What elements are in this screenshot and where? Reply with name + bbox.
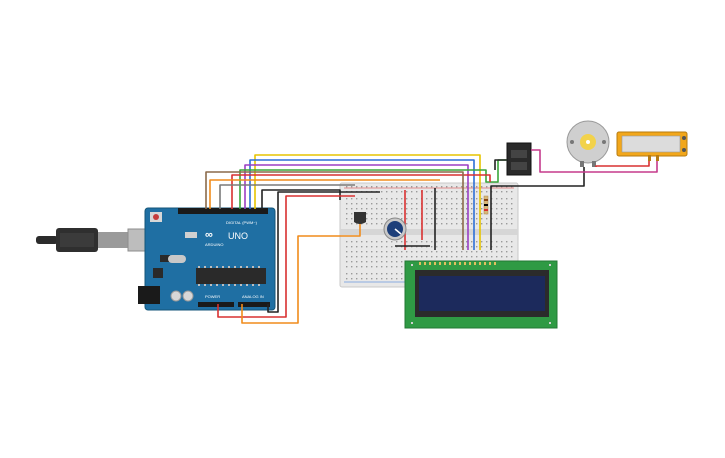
infinity-logo-icon: ∞	[205, 229, 213, 241]
dc-motor[interactable]	[566, 120, 610, 167]
wire-purple[interactable]	[244, 164, 469, 250]
digital-header[interactable]	[178, 208, 268, 214]
brand-label: ARDUINO	[205, 242, 223, 247]
digital-header-label: DIGITAL (PWM~)	[226, 220, 258, 225]
model-label: UNO	[228, 231, 248, 241]
wire-orange[interactable]	[209, 179, 440, 209]
wire-brown[interactable]	[205, 171, 464, 250]
battery[interactable]	[616, 131, 688, 161]
arduino-uno-board[interactable]: DIGITAL (PWM~) ∞ UNO ARDUINO POWER ANALO…	[138, 207, 276, 311]
analog-header[interactable]	[238, 302, 270, 307]
power-header[interactable]	[198, 302, 234, 307]
power-jack[interactable]	[138, 286, 160, 304]
temperature-sensor[interactable]	[354, 212, 366, 224]
reset-icon	[153, 214, 159, 220]
wire-black-bottom[interactable]	[267, 191, 380, 313]
wire-red-battery[interactable]	[595, 161, 650, 167]
power-header-label: POWER	[205, 294, 220, 299]
analog-header-label: ANALOG IN	[242, 294, 264, 299]
wire-black-top[interactable]	[261, 189, 341, 209]
lcd-display[interactable]	[404, 260, 558, 329]
wire-orange-bottom[interactable]	[241, 220, 361, 324]
atmega-chip	[196, 268, 266, 284]
usb-cable[interactable]	[36, 228, 159, 252]
potentiometer[interactable]	[383, 217, 407, 241]
wire-yellow[interactable]	[254, 154, 481, 250]
wire-black-driver[interactable]	[494, 159, 507, 170]
wire-red-top[interactable]	[231, 174, 491, 209]
motor-driver[interactable]	[506, 142, 532, 176]
wire-red-bottom[interactable]	[217, 195, 355, 318]
wire-black-motor[interactable]	[490, 167, 585, 250]
wire-gray[interactable]	[219, 184, 355, 209]
wire-magenta-battery[interactable]	[531, 149, 658, 173]
lcd-screen	[419, 276, 545, 311]
resistor[interactable]	[483, 195, 489, 215]
